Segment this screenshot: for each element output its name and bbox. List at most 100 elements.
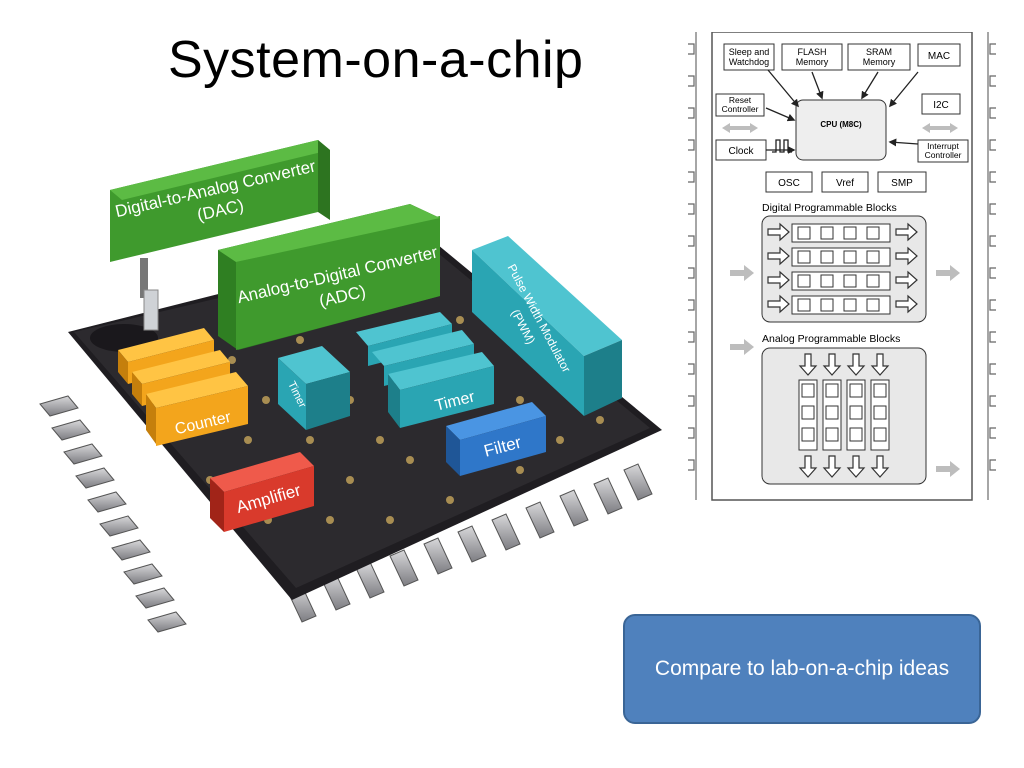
digital-block-cell [843,298,857,312]
analog-blocks-panel [761,347,927,485]
analog-block-cell [849,427,863,442]
analog-block-cell [873,405,887,420]
digital-block-cell [820,298,834,312]
digital-row-in-arrow-icon [767,222,790,242]
digital-row-frame [791,271,891,291]
digital-row-out-arrow-icon [895,222,918,242]
slide-title: System-on-a-chip [168,31,584,89]
filter-block: Filter [446,402,546,476]
digital-block-cell [797,298,811,312]
smp-label: SMP [891,178,913,189]
digital-block-cell [820,226,834,240]
timer-block: Timer [356,312,494,428]
analog-col-in-arrow-icon [798,353,818,376]
digital-row-out-arrow-icon [895,294,918,314]
adc-block: Analog-to-Digital Converter (ADC) [218,204,440,350]
digital-row-in-arrow-icon [767,246,790,266]
analog-col-in-arrow-icon [846,353,866,376]
analog-block-cell [801,427,815,442]
small-timer-block: Timer [278,346,350,430]
pwm-block: Pulse Width Modulator (PWM) [472,236,622,416]
lab-on-a-chip-callout: Compare to lab-on-a-chip ideas [623,614,981,724]
analog-col-out-arrow-icon [870,455,890,478]
digital-block-cell [843,226,857,240]
soc-chip-illustration: Digital-to-Analog Converter (DAC) Analog… [39,140,662,633]
analog-block-cell [801,405,815,420]
callout-text: Compare to lab-on-a-chip ideas [654,657,950,680]
vref-box [821,171,869,193]
digital-block-cell [866,298,880,312]
osc-label: OSC [778,178,800,189]
sram-memory-box [847,43,911,71]
digital-row-in-arrow-icon [767,270,790,290]
digital-block-cell [843,250,857,264]
digital-block-cell [797,226,811,240]
dac-connector-post [140,258,159,331]
analog-col-in-arrow-icon [870,353,890,376]
clock-pulse-icon [772,139,792,153]
reset-label-line2: Controller [722,104,759,114]
diagram-edge-pins [688,43,996,471]
amplifier-block: Amplifier [210,452,314,532]
reset-controller-box [715,93,765,117]
digital-row-out-arrow-icon [895,246,918,266]
analog-col-out-arrow-icon [822,455,842,478]
digital-blocks-label: Digital Programmable Blocks [762,202,897,214]
sleep-label-line2: Watchdog [729,57,769,67]
interrupt-controller-box [917,139,969,163]
chip-pins-bottom [287,463,653,623]
analog-block-cell [801,383,815,398]
dac-block: Digital-to-Analog Converter (DAC) [110,140,330,262]
flash-label-line1: FLASH [797,47,826,57]
sram-label-line2: Memory [863,57,896,67]
analog-col-out-arrow-icon [798,455,818,478]
clock-label: Clock [728,146,754,157]
digital-block-cell [866,250,880,264]
interrupt-label-line2: Controller [925,150,962,160]
sleep-label-line1: Sleep and [729,47,770,57]
analog-block-cell [849,383,863,398]
digital-row-frame [791,247,891,267]
counter-block: Counter [118,328,248,446]
digital-block-cell [866,226,880,240]
psoc-block-diagram: Sleep and Watchdog FLASH Memory SRAM Mem… [688,32,996,501]
analog-block-cell [873,383,887,398]
analog-block-cell [825,405,839,420]
cpu-label: CPU (M8C) [820,120,862,129]
analog-col-in-arrow-icon [822,353,842,376]
digital-side-arrows [730,265,960,281]
i2c-label: I2C [933,100,949,111]
analog-block-cell [849,405,863,420]
reset-label-line1: Reset [729,95,752,105]
sleep-watchdog-box [723,43,775,71]
digital-row-frame [791,223,891,243]
mac-box [917,43,961,67]
vref-label: Vref [836,178,854,189]
analog-blocks-label: Analog Programmable Blocks [762,333,900,345]
digital-block-cell [797,274,811,288]
interrupt-label-line1: Interrupt [927,141,959,151]
analog-block-columns [798,353,890,478]
cpu-box [795,99,887,161]
digital-row-out-arrow-icon [895,270,918,290]
digital-row-in-arrow-icon [767,294,790,314]
digital-block-cell [866,274,880,288]
analog-side-arrows [730,339,960,477]
bidirectional-arrow-icons [722,123,958,133]
digital-block-rows [767,222,918,315]
osc-box [765,171,813,193]
flash-label-line2: Memory [796,57,829,67]
analog-block-cell [873,427,887,442]
sram-label-line1: SRAM [866,47,892,57]
chip-pins-left [39,395,187,633]
digital-block-cell [843,274,857,288]
mac-label: MAC [928,51,950,62]
analog-block-cell [825,427,839,442]
digital-row-frame [791,295,891,315]
analog-block-cell [825,383,839,398]
i2c-box [921,93,961,115]
analog-col-out-arrow-icon [846,455,866,478]
digital-block-cell [820,250,834,264]
digital-block-cell [797,250,811,264]
digital-block-cell [820,274,834,288]
